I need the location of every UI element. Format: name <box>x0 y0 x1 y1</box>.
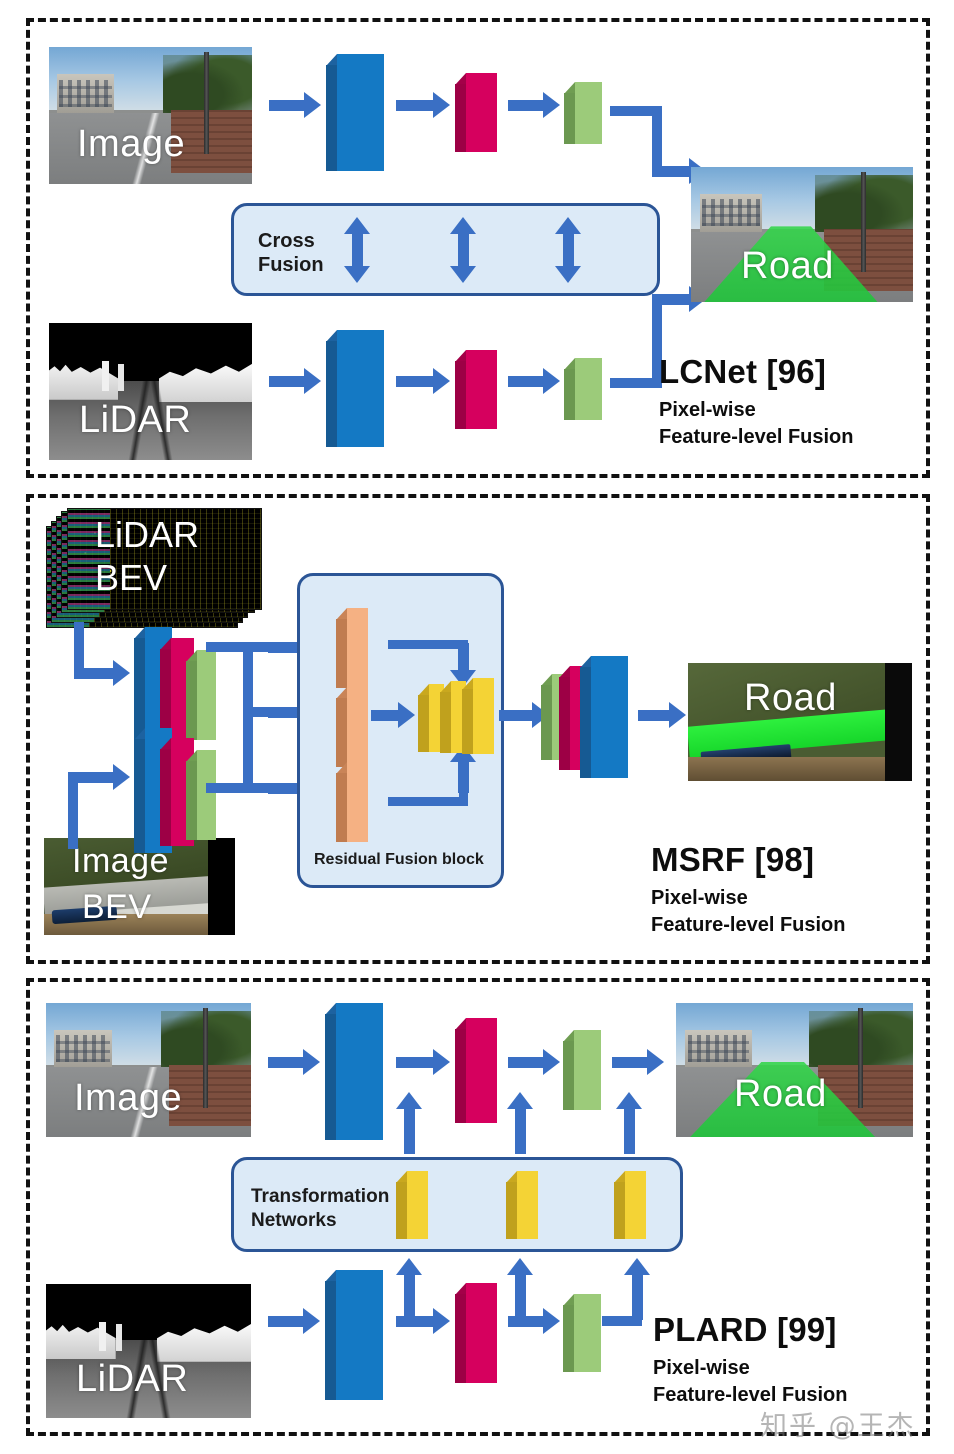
input-lidar-bev-stack: LiDAR BEV <box>46 508 262 633</box>
rf-orange-block-1 <box>336 608 368 688</box>
encoder-block-green-bottom <box>564 358 602 420</box>
output-road-plard: Road <box>676 1003 913 1137</box>
method-sub2: Feature-level Fusion <box>659 425 854 448</box>
cross-fusion-label-line1: Cross <box>258 230 315 252</box>
input-image-plard-label: Image <box>74 1077 183 1119</box>
cross-fusion-box: Cross Fusion <box>231 203 660 296</box>
method-sub1: Pixel-wise <box>651 886 748 909</box>
msrf-bus-v <box>243 642 253 793</box>
method-name: PLARD [99] <box>653 1311 837 1348</box>
msrf-decoder-blue <box>580 656 628 778</box>
bev-feed-bottom-v <box>68 777 78 849</box>
input-image-label: Image <box>77 123 186 165</box>
tn-yellow-block-3 <box>614 1171 646 1239</box>
msrf-encoder-green-bottom <box>186 750 216 840</box>
transformation-networks-box: Transformation Networks <box>231 1157 683 1252</box>
input-image-bev-label-line2: BEV <box>82 888 152 926</box>
encoder-block-green-top <box>564 82 602 144</box>
encoder-block-pink-top <box>455 73 497 152</box>
rf-yellow-block-3 <box>462 678 494 754</box>
input-lidar-bev-label-line1: LiDAR <box>95 514 200 555</box>
input-image-bev: Image BEV <box>44 838 235 935</box>
connector-top-h1 <box>610 106 662 116</box>
residual-fusion-label: Residual Fusion block <box>314 851 484 869</box>
encoder-block-pink-bottom <box>455 350 497 429</box>
tn-yellow-block-1 <box>396 1171 428 1239</box>
plard-block-green-top <box>563 1030 601 1110</box>
input-lidar-plard: LiDAR <box>46 1284 251 1418</box>
method-sub1: Pixel-wise <box>659 398 756 421</box>
rf-orange-block-2 <box>336 687 368 767</box>
panel-msrf <box>26 494 930 964</box>
plard-block-blue-bottom <box>325 1270 383 1400</box>
method-sub1: Pixel-wise <box>653 1356 750 1379</box>
panel-lcnet <box>26 18 930 478</box>
plard-elbow-h <box>602 1316 642 1326</box>
rf-orange-block-3 <box>336 762 368 842</box>
rf-skip-bottom-h <box>388 797 468 806</box>
method-caption-plard: PLARD [99] Pixel-wise Feature-level Fusi… <box>653 1311 848 1409</box>
output-road-label: Road <box>741 245 834 287</box>
output-road-msrf: Road <box>688 663 912 781</box>
output-road-plard-label: Road <box>734 1073 827 1115</box>
panel-plard <box>26 978 930 1436</box>
encoder-block-blue-top <box>326 54 384 171</box>
method-sub2: Feature-level Fusion <box>653 1383 848 1406</box>
plard-block-green-bottom <box>563 1294 601 1372</box>
method-caption-lcnet: LCNet [96] Pixel-wise Feature-level Fusi… <box>659 353 854 451</box>
rf-skip-top-h <box>388 640 468 649</box>
transformation-networks-label-line1: Transformation <box>251 1186 390 1207</box>
method-caption-msrf: MSRF [98] Pixel-wise Feature-level Fusio… <box>651 841 846 939</box>
input-lidar-lcnet: LiDAR <box>49 323 252 460</box>
encoder-block-blue-bottom <box>326 330 384 447</box>
connector-bottom-h1 <box>610 378 662 388</box>
plard-block-pink-top <box>455 1018 497 1123</box>
bev-feed-top-v <box>74 622 84 672</box>
method-name: LCNet [96] <box>659 353 827 390</box>
plard-block-blue-top <box>325 1003 383 1140</box>
input-image-lcnet: Image <box>49 47 252 184</box>
cross-fusion-label-line2: Fusion <box>258 254 324 276</box>
output-road-lcnet: Road <box>691 167 913 302</box>
msrf-bus-mid-h <box>243 707 292 717</box>
input-lidar-plard-label: LiDAR <box>76 1358 189 1400</box>
input-image-plard: Image <box>46 1003 251 1137</box>
msrf-encoder-green-top <box>186 650 216 740</box>
method-name: MSRF [98] <box>651 841 815 878</box>
tn-yellow-block-2 <box>506 1171 538 1239</box>
output-road-msrf-label: Road <box>744 677 837 719</box>
input-lidar-label: LiDAR <box>79 399 192 441</box>
input-lidar-bev-label-line2: BEV <box>95 557 168 598</box>
zhihu-watermark: 知乎 @王杰 <box>760 1411 916 1442</box>
connector-top-v <box>652 106 662 166</box>
method-sub2: Feature-level Fusion <box>651 913 846 936</box>
transformation-networks-label-line2: Networks <box>251 1210 337 1231</box>
plard-block-pink-bottom <box>455 1283 497 1383</box>
connector-bottom-v <box>652 294 662 388</box>
